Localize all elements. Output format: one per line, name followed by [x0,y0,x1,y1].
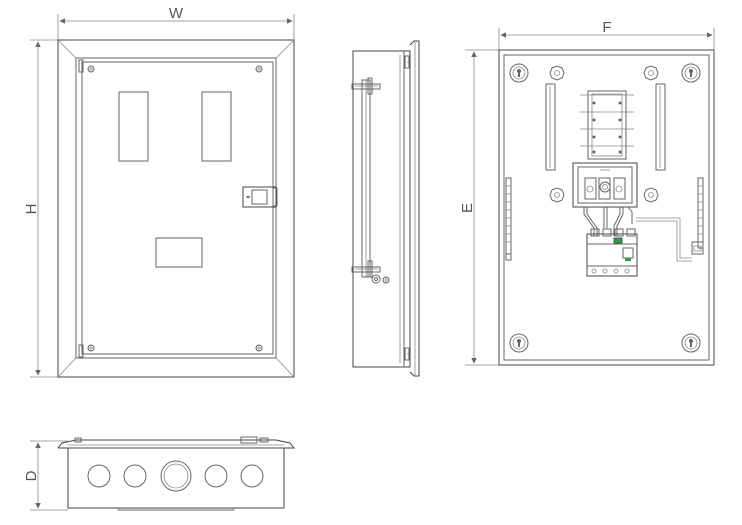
label-window [155,237,203,268]
enclosure-inner-frame [75,57,277,359]
bottom-bracket [351,260,390,284]
left-terminal-strip [505,177,512,261]
width-dimension: W [57,5,295,40]
panel-width-label: F [602,19,611,36]
depth-label: D [23,470,40,481]
side-view [351,40,420,377]
top-bracket [351,77,381,95]
insulator-icon [549,65,659,203]
right-terminal-strip [691,177,704,255]
top-hinge [78,59,84,73]
feeder-cables [583,206,692,262]
front-view: W H [23,5,295,378]
left-rail-bracket [545,83,556,171]
right-rail-bracket [655,83,666,171]
main-isolator-switch [572,162,638,208]
width-label: W [169,5,184,22]
internal-view: F E [459,19,715,366]
enclosure-bottom-body [67,447,285,509]
side-body [352,50,411,368]
height-dimension: H [23,39,58,378]
door-lock-icon [242,186,278,208]
meter-window-right [201,91,232,162]
keyhole-mount-icon [509,63,701,353]
door-screw-icon [87,65,263,352]
height-label: H [23,204,40,215]
panel-height-dimension: E [459,49,499,366]
enclosure-outer-frame [57,39,295,378]
mounting-plate-inner [503,54,710,361]
mounting-plate-outer [498,49,715,366]
rcd-breaker [586,228,638,277]
bottom-view: D [23,436,296,511]
depth-dimension: D [23,440,68,511]
bottom-hinge [78,344,84,358]
meter-window-left [118,91,149,162]
busbar-assembly [580,90,634,160]
panel-height-label: E [459,203,476,213]
door-panel [81,61,274,355]
cable-knockout-icon [87,460,264,492]
panel-width-dimension: F [498,19,715,50]
